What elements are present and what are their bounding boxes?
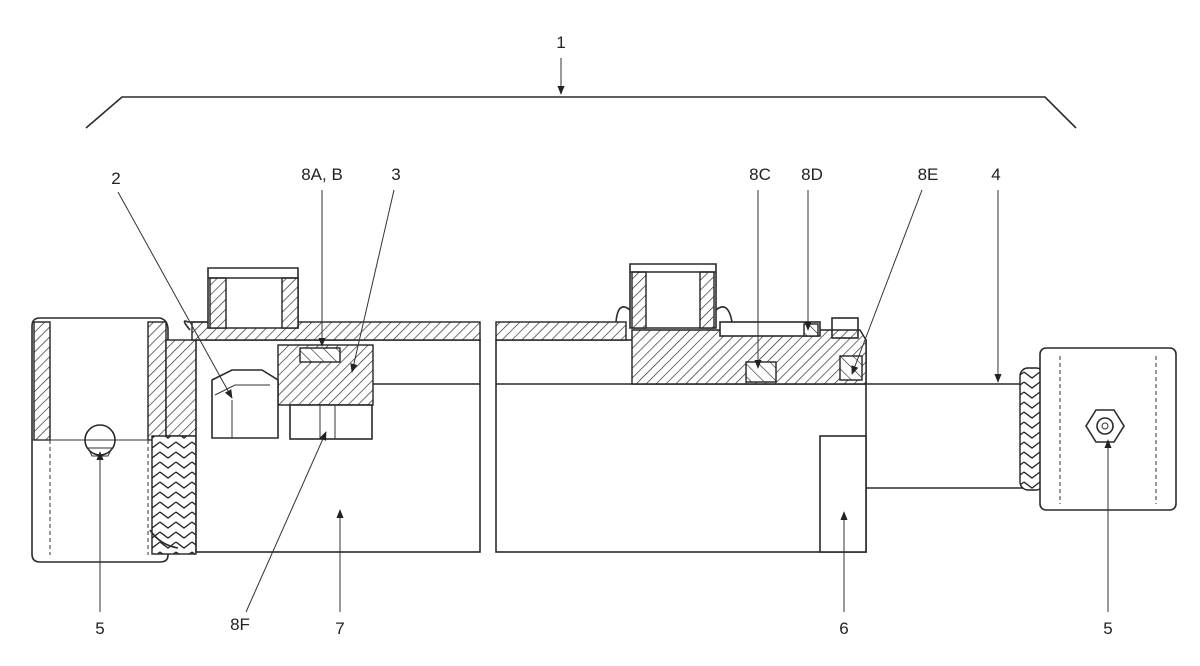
label-8c: 8C: [749, 165, 771, 184]
left-clevis: [31, 317, 169, 563]
leader-lines: [96, 58, 1112, 613]
label-4: 4: [991, 165, 1000, 184]
right-port-fitting: [615, 263, 733, 329]
assembly-bracket: [85, 96, 1077, 129]
piston-nut: [211, 369, 279, 439]
label-8e: 8E: [918, 165, 939, 184]
label-8f: 8F: [230, 615, 250, 634]
label-3: 3: [391, 165, 400, 184]
label-8d: 8D: [801, 165, 823, 184]
label-2: 2: [111, 169, 120, 188]
right-clevis: [1019, 347, 1177, 511]
label-5-right: 5: [1103, 619, 1112, 638]
label-1: 1: [556, 33, 565, 52]
label-5-left: 5: [95, 619, 104, 638]
label-7: 7: [335, 619, 344, 638]
label-6: 6: [839, 619, 848, 638]
piston: [277, 344, 374, 440]
piston-rod: [866, 383, 1030, 489]
callout-labels: 1 2 8A, B 3 8C 8D 8E 4 5 8F 7 6 5: [95, 33, 1112, 638]
left-port-fitting: [183, 267, 299, 331]
label-8ab: 8A, B: [301, 165, 343, 184]
rod-gland: [631, 317, 867, 385]
